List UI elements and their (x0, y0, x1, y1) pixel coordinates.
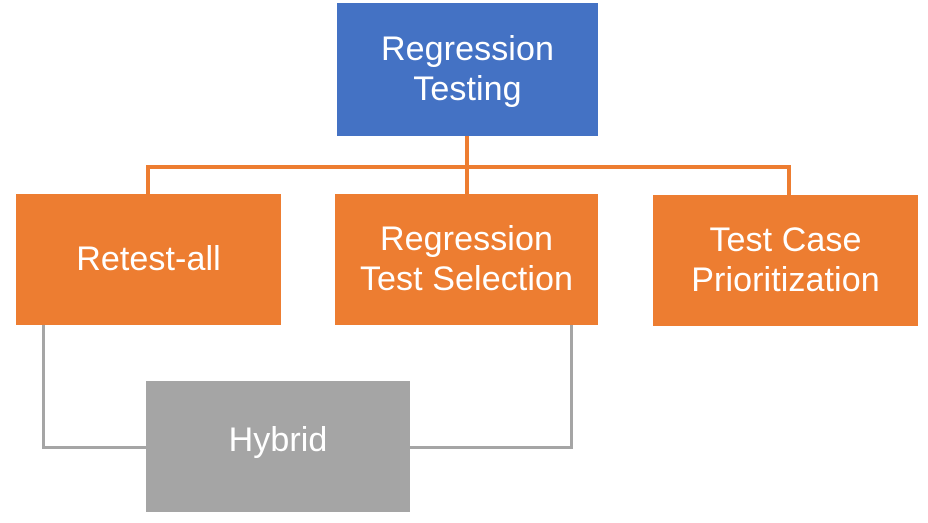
connector-drop-test-case-prioritization (787, 165, 791, 196)
connector-drop-retest-all (146, 165, 150, 195)
node-regression-test-selection-label: Regression Test Selection (359, 220, 574, 298)
node-regression-testing[interactable]: Regression Testing (337, 3, 598, 136)
node-regression-test-selection[interactable]: Regression Test Selection (335, 194, 598, 325)
connector-rts-to-hybrid-vertical (570, 325, 573, 449)
connector-retest-all-to-hybrid-vertical (42, 325, 45, 449)
node-test-case-prioritization-label: Test Case Prioritization (691, 221, 880, 299)
node-retest-all[interactable]: Retest-all (16, 194, 281, 325)
node-hybrid[interactable]: Hybrid (146, 381, 410, 512)
node-test-case-prioritization[interactable]: Test Case Prioritization (653, 195, 918, 326)
node-retest-all-label: Retest-all (76, 239, 221, 278)
connector-rts-to-hybrid-horizontal (408, 446, 573, 449)
node-hybrid-label: Hybrid (228, 421, 328, 459)
connector-retest-all-to-hybrid-horizontal (42, 446, 148, 449)
node-regression-testing-label: Regression Testing (381, 30, 554, 108)
connector-horizontal-bus (146, 165, 791, 169)
